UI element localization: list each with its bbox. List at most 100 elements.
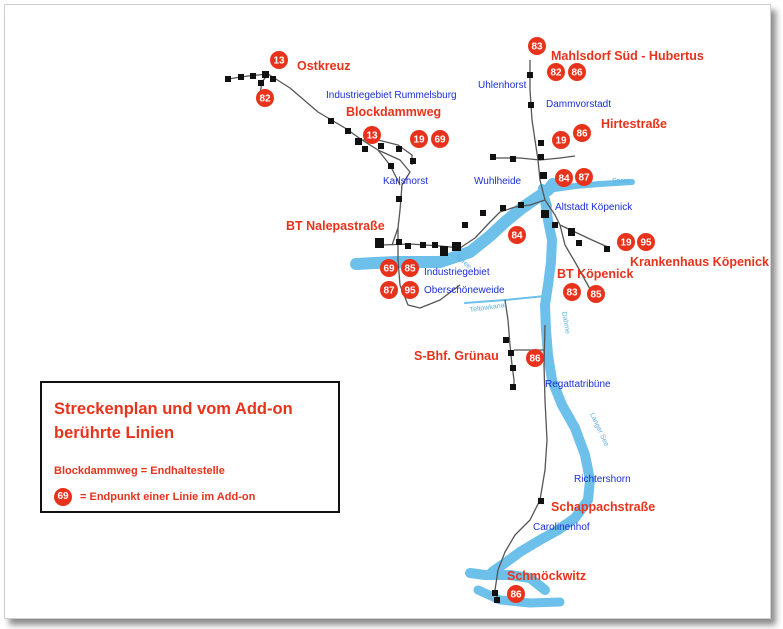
line-badge-circle xyxy=(270,51,288,69)
stop-dot xyxy=(440,246,448,256)
stop-dot xyxy=(510,384,516,390)
line-badge-number: 82 xyxy=(259,94,271,105)
line-badge: 95 xyxy=(401,281,419,299)
district-label: Industriegebiet Rummelsburg xyxy=(326,90,457,101)
stop-dot xyxy=(576,240,582,246)
district-label: Regattatribüne xyxy=(545,379,611,390)
stop-dot xyxy=(492,590,498,596)
line-badge: 82 xyxy=(547,63,565,81)
line-badge-circle xyxy=(256,89,274,107)
line-badge: 87 xyxy=(575,168,593,186)
stop-dot xyxy=(538,498,544,504)
line-badge: 86 xyxy=(507,585,525,603)
line-badge-number: 83 xyxy=(566,288,578,299)
stop-dot xyxy=(225,76,231,82)
stop-dot xyxy=(410,158,416,164)
stop-dot xyxy=(508,350,514,356)
stop-dot xyxy=(420,242,426,248)
track-gruenau xyxy=(504,299,515,390)
stop-dot xyxy=(540,172,547,179)
line-badge-circle xyxy=(552,131,570,149)
line-badge-circle xyxy=(568,63,586,81)
stop-label-schappachstrasse: Schappachstraße xyxy=(551,500,655,514)
spree-river-south xyxy=(487,195,595,577)
legend-badge-example: 69 = Endpunkt einer Linie im Add-on xyxy=(54,488,255,506)
line-badge-number: 83 xyxy=(531,42,543,53)
stop-label-ostkreuz: Ostkreuz xyxy=(297,59,351,73)
stop-dot xyxy=(528,102,534,108)
stop-dot xyxy=(510,156,516,162)
stop-dot xyxy=(538,140,544,146)
stop-dot xyxy=(494,597,500,603)
stop-label-bt-koepenick: BT Köpenick xyxy=(557,267,633,281)
line-badge-number: 13 xyxy=(273,56,285,67)
stop-dot xyxy=(396,196,402,202)
stop-dot xyxy=(262,71,269,78)
line-badge-number: 82 xyxy=(550,68,562,79)
stop-dot xyxy=(552,222,558,228)
line-badge-number: 84 xyxy=(511,231,523,242)
line-badge-number: 86 xyxy=(576,129,588,140)
stop-label-schmoeckwitz: Schmöckwitz xyxy=(507,569,586,583)
map-frame xyxy=(4,4,771,619)
line-badge: 19 xyxy=(617,233,635,251)
line-badge-circle xyxy=(587,285,605,303)
line-badge: 83 xyxy=(563,283,581,301)
stop-label-mahlsdorf: Mahlsdorf Süd - Hubertus xyxy=(551,49,704,63)
stop-label-krankenhaus: Krankenhaus Köpenick xyxy=(630,255,769,269)
track-schmoeck xyxy=(494,324,548,601)
line-badge-circle xyxy=(508,226,526,244)
stop-dot xyxy=(396,239,402,245)
line-badge-number: 69 xyxy=(383,264,395,275)
stop-dot xyxy=(604,246,610,252)
district-label: Dammvorstadt xyxy=(546,99,611,110)
stop-dot xyxy=(500,205,506,211)
stop-dot xyxy=(250,73,256,79)
line-badge: 82 xyxy=(256,89,274,107)
line-badge-circle xyxy=(528,37,546,55)
district-label: Wuhlheide xyxy=(474,176,522,187)
line-badge-circle xyxy=(617,233,635,251)
stop-dot xyxy=(388,163,394,169)
line-badge-number: 95 xyxy=(404,286,416,297)
line-badge-circle xyxy=(410,130,428,148)
line-badge-number: 85 xyxy=(590,290,602,301)
line-badge: 69 xyxy=(380,259,398,277)
line-badge-circle xyxy=(401,281,419,299)
line-badge-number: 86 xyxy=(529,354,541,365)
stop-label-nalepastrasse: BT Nalepastraße xyxy=(286,219,385,233)
district-label: Altstadt Köpenick xyxy=(555,202,633,213)
line-badge-circle xyxy=(547,63,565,81)
district-label: Industriegebiet xyxy=(424,267,490,278)
stop-dot xyxy=(568,228,575,236)
line-badge: 87 xyxy=(380,281,398,299)
line-badge-circle xyxy=(573,124,591,142)
legend-badge-explanation: = Endpunkt einer Linie im Add-on xyxy=(80,491,256,503)
stop-label-hirtestrasse: Hirtestraße xyxy=(601,117,667,131)
stop-dot xyxy=(527,72,533,78)
line-badge: 95 xyxy=(637,233,655,251)
stop-label-blockdammweg: Blockdammweg xyxy=(346,105,441,119)
line-badge: 13 xyxy=(363,126,381,144)
line-badge-circle xyxy=(526,349,544,367)
legend-box: Streckenplan und vom Add-on berührte Lin… xyxy=(40,381,340,513)
district-label: Richtershorn xyxy=(574,474,631,485)
line-badge-number: 19 xyxy=(413,135,425,146)
lake-south xyxy=(465,568,550,595)
line-badge: 85 xyxy=(587,285,605,303)
spree-label: Spree xyxy=(612,178,631,185)
track-btk xyxy=(559,224,596,299)
langer-see-label: Langer See xyxy=(588,412,610,448)
track-wuhl xyxy=(495,155,576,161)
line-badge-circle xyxy=(563,283,581,301)
line-badge-circle xyxy=(507,585,525,603)
stop-dot xyxy=(396,146,402,152)
legend-terminus-example: Blockdammweg = Endhaltestelle xyxy=(54,465,225,477)
line-badge-number: 85 xyxy=(404,264,416,275)
track-mahlsdorf xyxy=(529,60,546,201)
line-badge: 86 xyxy=(573,124,591,142)
line-badge: 69 xyxy=(431,130,449,148)
stop-dot xyxy=(452,242,461,251)
line-badge-number: 69 xyxy=(434,135,446,146)
line-badge-circle xyxy=(401,259,419,277)
